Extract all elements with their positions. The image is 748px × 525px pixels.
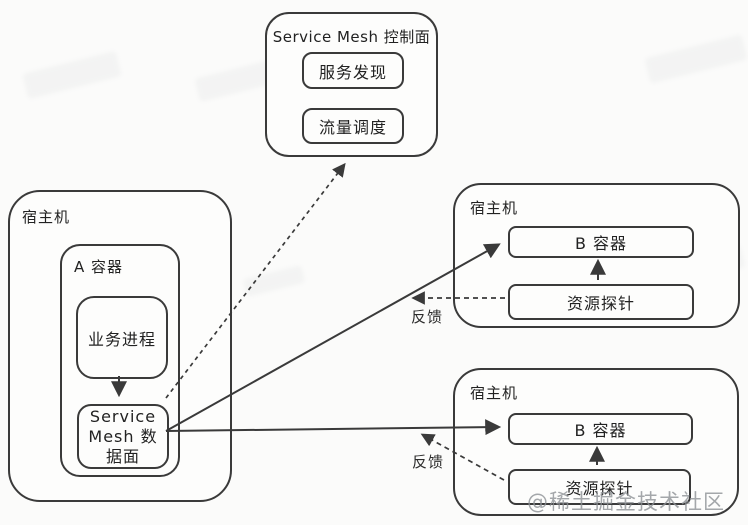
resource-probe-top-label: 资源探针 <box>566 294 635 313</box>
resource-probe-top-node: 资源探针 <box>508 284 694 320</box>
feedback-bottom-label: 反馈 <box>412 453 445 471</box>
feedback-top-label: 反馈 <box>411 308 444 326</box>
host-a-label: 宿主机 <box>22 208 71 226</box>
dataplane-node: Service Mesh 数据面 <box>77 404 169 469</box>
dataplane-label: Service Mesh 数据面 <box>88 406 158 466</box>
traffic-scheduling-label: 流量调度 <box>318 118 387 137</box>
resource-probe-bottom-label: 资源探针 <box>565 479 634 498</box>
host-b-top-box: 宿主机 B 容器 资源探针 <box>453 183 740 328</box>
community-watermark: @稀土掘金技术社区 <box>527 490 725 514</box>
container-b-top-label: B 容器 <box>574 234 628 253</box>
faint-watermark <box>22 50 122 100</box>
traffic-scheduling-node: 流量调度 <box>302 108 404 144</box>
business-process-node: 业务进程 <box>76 296 168 379</box>
container-b-top-node: B 容器 <box>508 226 694 258</box>
container-a-label: A 容器 <box>74 258 124 276</box>
service-discovery-node: 服务发现 <box>302 52 404 89</box>
business-process-label: 业务进程 <box>87 329 156 349</box>
resource-probe-bottom-node: 资源探针 <box>508 469 691 505</box>
host-b-bottom-label: 宿主机 <box>470 384 519 402</box>
container-a-box: A 容器 业务进程 Service Mesh 数据面 <box>60 244 180 477</box>
host-a-box: 宿主机 A 容器 业务进程 Service Mesh 数据面 <box>8 190 232 502</box>
control-plane-title: Service Mesh 控制面 <box>272 28 431 46</box>
container-b-bottom-label: B 容器 <box>574 421 627 440</box>
container-b-bottom-node: B 容器 <box>508 413 693 445</box>
faint-watermark <box>242 265 306 297</box>
host-b-bottom-box: 宿主机 B 容器 资源探针 <box>453 368 739 516</box>
faint-watermark <box>644 34 748 84</box>
host-b-top-label: 宿主机 <box>470 199 519 217</box>
control-plane-box: Service Mesh 控制面 服务发现 流量调度 <box>265 12 438 157</box>
service-discovery-label: 服务发现 <box>318 62 387 82</box>
